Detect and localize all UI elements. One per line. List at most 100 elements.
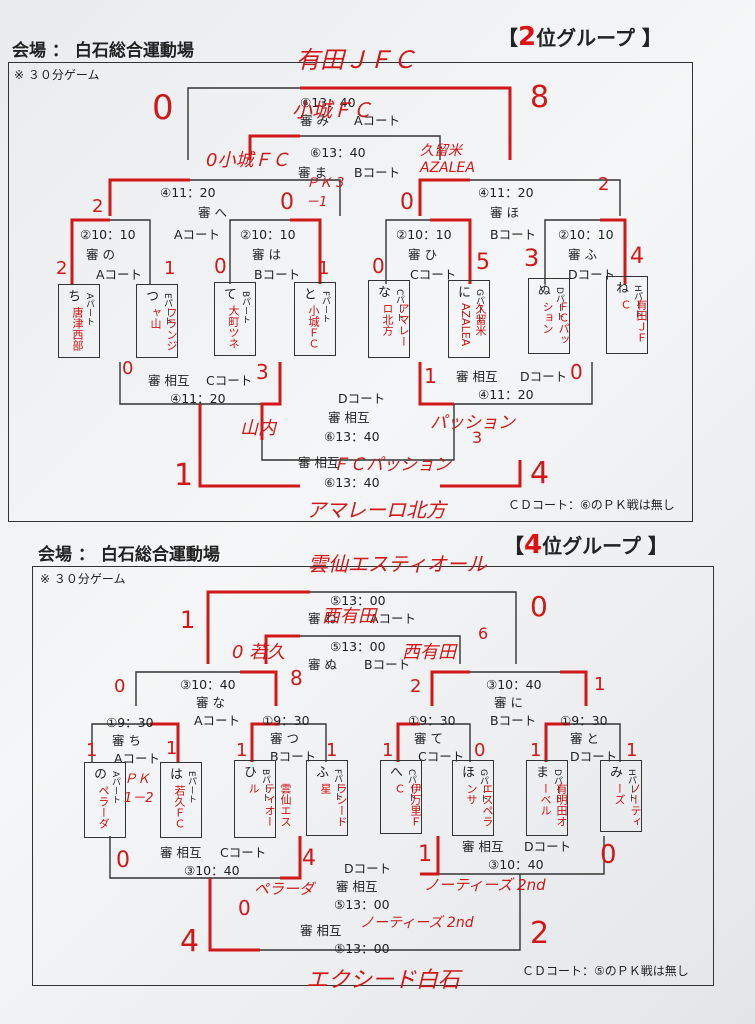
champion-name: 有田ＪＦＣ xyxy=(296,46,416,74)
team-part: Cパート xyxy=(394,289,404,323)
semi-time: ⑥13：40 xyxy=(310,145,366,160)
score: 1 xyxy=(418,842,432,867)
team-name-handwritten: フランジャ山 xyxy=(149,307,178,351)
team-key: な xyxy=(375,285,390,298)
team-part: Aパート xyxy=(110,771,120,805)
qf-right-ref: 審 に xyxy=(494,695,523,710)
team-name-handwritten: 小城ＦＣ xyxy=(307,305,320,349)
score: 1 xyxy=(424,364,437,388)
r1c-ref: 審 て xyxy=(414,731,443,746)
score: 0 xyxy=(372,254,385,278)
score: 6 xyxy=(478,624,489,643)
game-length-note: ※ ３０分ゲーム xyxy=(40,572,126,586)
cons-mid-court: Dコート xyxy=(344,861,392,876)
score: 0 xyxy=(114,676,126,697)
group-title-top: 【2位グループ 】 xyxy=(498,22,662,52)
pk-footnote: ＣＤコート：⑥のＰＫ戦は無し xyxy=(508,498,675,512)
team-key: ま xyxy=(533,765,548,778)
score: 1 xyxy=(166,738,178,759)
score: 1 xyxy=(382,740,394,761)
team-key: つ xyxy=(143,289,158,302)
team-part: Hパート xyxy=(632,285,642,319)
semi-right-name: 西有田 xyxy=(402,642,456,663)
team-key: の xyxy=(91,767,106,780)
cons-left-time: ④11：20 xyxy=(170,391,226,406)
final-time: ⑥13：40 xyxy=(300,95,356,110)
qf-right-court: Bコート xyxy=(490,227,537,242)
group-title-bottom: 【4位グループ 】 xyxy=(504,530,668,560)
final-left-name: 小城ＦＣ xyxy=(292,98,372,122)
score: 0 xyxy=(280,190,294,215)
bracket-frame-top xyxy=(8,62,693,522)
semi-right-name: 久留米 AZALEA xyxy=(420,143,475,176)
cons-left-winner: ペラーダ xyxy=(254,880,315,898)
team-box: ね Hパート 有田ＪＦＣ xyxy=(606,276,648,354)
score: 0 xyxy=(152,88,174,128)
cons-champion: アマレーロ北方 xyxy=(306,498,446,522)
score: 4 xyxy=(180,924,200,959)
qf-right-court: Bコート xyxy=(490,713,537,728)
team-name-handwritten: 伊万里ＦＣ xyxy=(393,783,422,827)
team-box: ふ Fパート ラシード星 xyxy=(306,760,348,836)
r1a-ref: 審 ち xyxy=(112,733,141,748)
team-name-handwritten: 雲仙エスティオール xyxy=(247,783,292,827)
score: 0 xyxy=(122,358,134,379)
team-part: Eパート xyxy=(186,771,196,804)
team-key: て xyxy=(221,287,236,300)
team-name-handwritten: エスペランサ xyxy=(465,783,494,827)
champion-name: 雲仙エスティオール xyxy=(308,552,487,576)
team-key: ち xyxy=(65,289,80,302)
score: 1 xyxy=(626,740,638,761)
score: 1 xyxy=(174,458,194,493)
r1a-time: ②10：10 xyxy=(80,227,136,242)
score: 0 xyxy=(474,740,486,761)
group-bracket-open: 【 xyxy=(498,26,518,50)
score: 2 xyxy=(56,258,68,279)
cons-right-court: Dコート xyxy=(524,839,572,854)
score: 8 xyxy=(290,666,303,690)
team-name-handwritten: 若久ＦＣ xyxy=(173,785,186,829)
score: 0 xyxy=(530,590,548,623)
cons-final-ref: 審 相互 xyxy=(298,455,340,470)
r1c-time: ②10：10 xyxy=(396,227,452,242)
cons-champion: エクシード白石 xyxy=(306,968,461,993)
cons-right-time: ③10：40 xyxy=(488,857,544,872)
team-part: Gパート xyxy=(474,289,484,323)
team-part: Fパート xyxy=(320,291,330,324)
semi-ref: 審 ま xyxy=(298,165,327,180)
score: 2 xyxy=(530,916,550,951)
team-box: と Fパート 小城ＦＣ xyxy=(294,282,336,356)
r1b-ref: 審 つ xyxy=(270,731,299,746)
score: 4 xyxy=(630,244,644,269)
score: 0 xyxy=(214,254,227,278)
cons-right-winner: パッション xyxy=(430,413,515,433)
score: 0 xyxy=(116,848,130,873)
score: 0 xyxy=(400,190,414,215)
r1d-ref: 審 ふ xyxy=(568,247,597,262)
team-box: ひ Bパート 雲仙エスティオール xyxy=(234,760,292,838)
team-part: Eパート xyxy=(162,293,172,326)
team-key: へ xyxy=(387,765,402,778)
cons-right-winner: ノーティーズ 2nd xyxy=(424,876,546,894)
team-part: Aパート xyxy=(84,293,94,327)
team-key: ぬ xyxy=(535,283,550,296)
team-box: て Bパート 大町ツネ xyxy=(214,282,256,356)
score: 1 xyxy=(594,674,606,695)
team-part: Cパート xyxy=(406,769,416,803)
cons-final-name: ＦＣパッション xyxy=(332,455,451,475)
team-box: は Eパート 若久ＦＣ xyxy=(160,762,202,838)
score: 1 xyxy=(236,740,248,761)
team-name-handwritten: 大町ツネ xyxy=(227,305,240,349)
team-part: Dパート xyxy=(552,769,562,803)
venue-label-bottom: 会場 ： 白石総合運動場 xyxy=(38,545,220,565)
score: 1 xyxy=(86,740,98,761)
team-name-handwritten: アマレーロ北方 xyxy=(381,303,410,347)
score: 1 xyxy=(180,606,196,634)
score: 0 xyxy=(570,360,583,384)
team-box: の Aパート ペラーダ xyxy=(84,762,126,838)
r1b-time: ②10：10 xyxy=(240,227,296,242)
cons-mid-ref: 審 相互 xyxy=(336,879,378,894)
cons-right-score: 3 xyxy=(472,428,483,447)
